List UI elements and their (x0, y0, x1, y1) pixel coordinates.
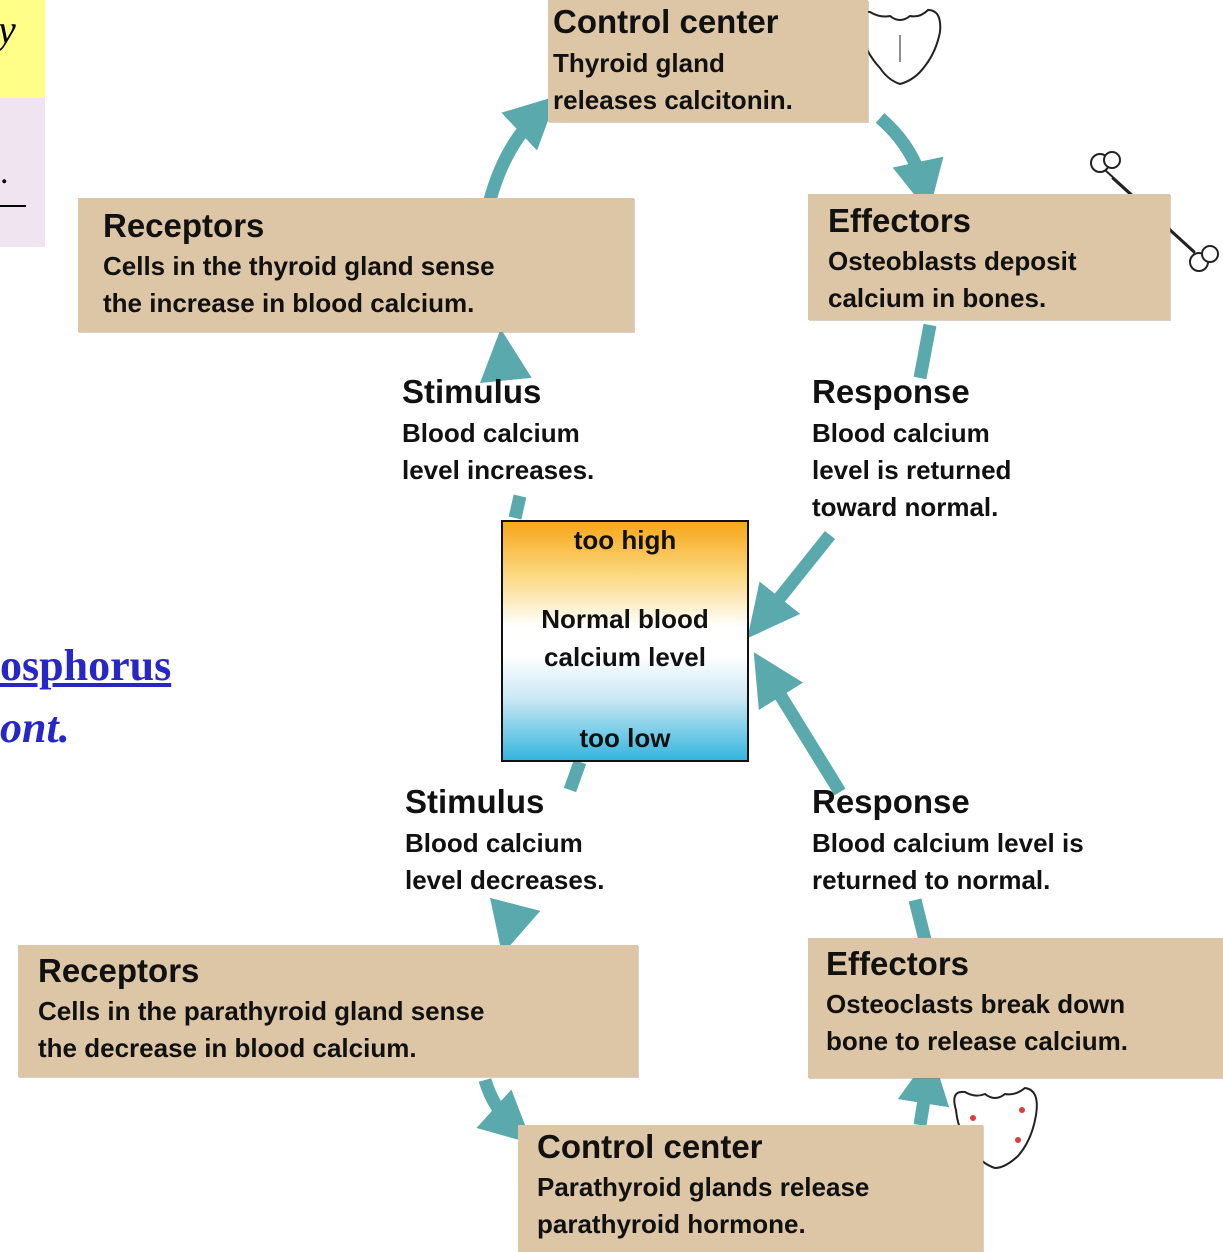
lower-receptors-title: Receptors (38, 952, 200, 989)
arrow-control-to-effectors-top (875, 113, 944, 213)
upper-response-line2: level is returned (812, 455, 1012, 485)
phosphorus-link[interactable]: osphorus (0, 641, 172, 690)
lower-effectors-box (808, 938, 1223, 1078)
upper-receptors-line2: the increase in blood calcium. (103, 288, 475, 318)
arrow-stimulus-to-receptors-top (479, 328, 532, 384)
gauge-too-low-label: too low (579, 723, 671, 753)
upper-response-line1: Blood calcium (812, 418, 990, 448)
upper-stimulus-line1: Blood calcium (402, 418, 580, 448)
arrow-response-to-gauge-top (747, 530, 836, 639)
lower-effectors-line2: bone to release calcium. (826, 1026, 1129, 1056)
slide-yellow-box: y (0, 0, 45, 98)
upper-receptors-title: Receptors (103, 207, 265, 244)
lower-control-center-line1: Parathyroid glands release (537, 1172, 870, 1202)
lower-control-center-box (518, 1125, 983, 1252)
arrow-receptors-to-control-low (476, 1078, 533, 1144)
arrow-effectors-to-response-top (913, 323, 937, 380)
lower-receptors-box (18, 945, 638, 1077)
upper-control-center-line1: Thyroid gland (553, 48, 725, 78)
arrow-gauge-to-stimulus-top (508, 494, 527, 520)
lower-response-line2: returned to normal. (812, 865, 1051, 895)
slide-underline (0, 205, 26, 207)
lower-effectors-title: Effectors (826, 945, 970, 982)
thyroid-gland-icon (857, 8, 942, 86)
lower-response-title: Response (812, 783, 970, 820)
upper-response-title: Response (812, 373, 970, 410)
arrow-stimulus-to-receptors-low (490, 897, 541, 955)
arrow-response-to-gauge-low (753, 652, 846, 796)
slide-fragment-glyph: . (0, 154, 9, 191)
upper-stimulus-title: Stimulus (402, 373, 542, 410)
upper-effectors-box (808, 194, 1170, 320)
lower-control-center-line2: parathyroid hormone. (537, 1209, 806, 1239)
gauge-normal-label-line2: calcium level (544, 642, 706, 672)
lower-receptors-line2: the decrease in blood calcium. (38, 1033, 417, 1063)
lower-stimulus-line2: level decreases. (405, 865, 605, 895)
lower-stimulus-title: Stimulus (405, 783, 545, 820)
upper-receptors-line1: Cells in the thyroid gland sense (103, 251, 495, 281)
upper-control-center-title: Control center (553, 3, 779, 40)
cont-label: ont. (0, 703, 70, 752)
lower-stimulus-line1: Blood calcium (405, 828, 583, 858)
upper-effectors-title: Effectors (828, 202, 972, 239)
upper-response-line3: toward normal. (812, 492, 999, 522)
lower-effectors-line1: Osteoclasts break down (826, 989, 1126, 1019)
arrow-effectors-to-response-low (908, 898, 932, 942)
arrow-control-to-effectors-low (897, 1051, 950, 1127)
upper-control-center-line2: releases calcitonin. (553, 85, 793, 115)
arrow-receptors-to-control-top (483, 95, 558, 202)
gauge-too-high-label: too high (573, 525, 677, 555)
upper-receptors-box (78, 198, 634, 332)
lower-control-center-title: Control center (537, 1128, 763, 1165)
lower-response-line1: Blood calcium level is (812, 828, 1084, 858)
gauge-normal-label-line1: Normal blood (541, 604, 709, 634)
upper-control-center-box (548, 0, 868, 122)
upper-effectors-line1: Osteoblasts deposit (828, 246, 1077, 276)
lower-receptors-line1: Cells in the parathyroid gland sense (38, 996, 485, 1026)
blood-calcium-gauge: too high Normal blood calcium level too … (501, 520, 749, 762)
arrow-gauge-to-stimulus-low (563, 759, 587, 793)
upper-effectors-line2: calcium in bones. (828, 283, 1047, 313)
slide-pink-box: . (0, 98, 45, 247)
upper-stimulus-line2: level increases. (402, 455, 595, 485)
slide-fragment-glyph: y (0, 6, 16, 53)
